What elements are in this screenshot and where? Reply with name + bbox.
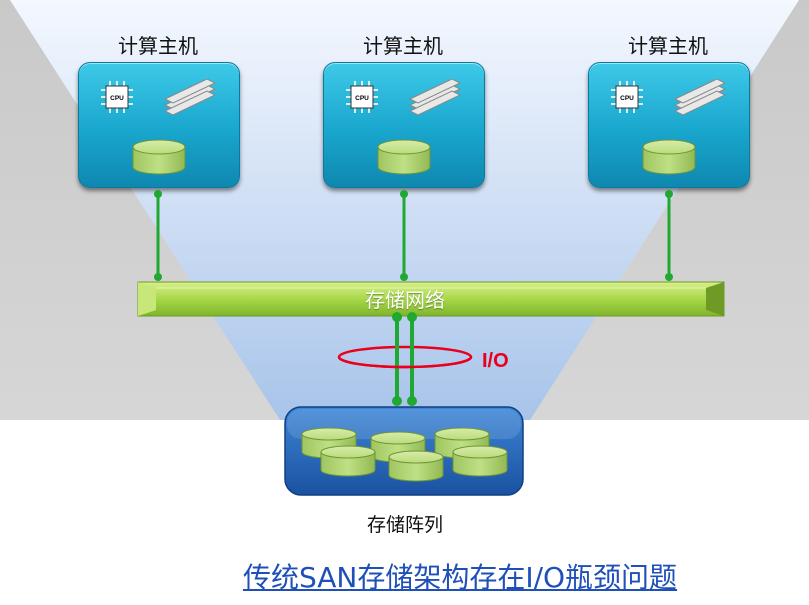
compute-host-box: CPU	[323, 62, 485, 188]
svg-text:CPU: CPU	[110, 95, 124, 102]
cpu-icon: CPU	[346, 81, 378, 113]
disk-icon	[132, 139, 186, 175]
disk-icon	[388, 450, 444, 482]
disk-icon	[377, 139, 431, 175]
io-bottleneck-label: I/O	[482, 350, 509, 372]
compute-host-box: CPU	[78, 62, 240, 188]
compute-host-box: CPU	[588, 62, 750, 188]
diagram-caption: 传统SAN存储架构存在I/O瓶颈问题	[242, 561, 678, 594]
cpu-icon: CPU	[101, 81, 133, 113]
svg-text:CPU: CPU	[620, 95, 634, 102]
disk-icon	[642, 139, 696, 175]
host-links	[154, 190, 673, 281]
host-label: 计算主机	[118, 34, 198, 58]
disk-icon	[452, 445, 508, 477]
storage-links	[392, 312, 417, 406]
host-label: 计算主机	[363, 34, 443, 58]
disk-icon	[320, 445, 376, 477]
storage-network-label: 存储网络	[365, 288, 445, 312]
storage-network-bar	[137, 281, 725, 317]
memory-icon	[673, 79, 727, 115]
svg-text:CPU: CPU	[355, 95, 369, 102]
io-bottleneck-ring	[337, 356, 473, 369]
storage-disks	[301, 427, 508, 482]
cpu-icon: CPU	[611, 81, 643, 113]
memory-icon	[163, 79, 217, 115]
host-label: 计算主机	[628, 34, 708, 58]
memory-icon	[408, 79, 462, 115]
storage-array-label: 存储阵列	[366, 514, 443, 536]
